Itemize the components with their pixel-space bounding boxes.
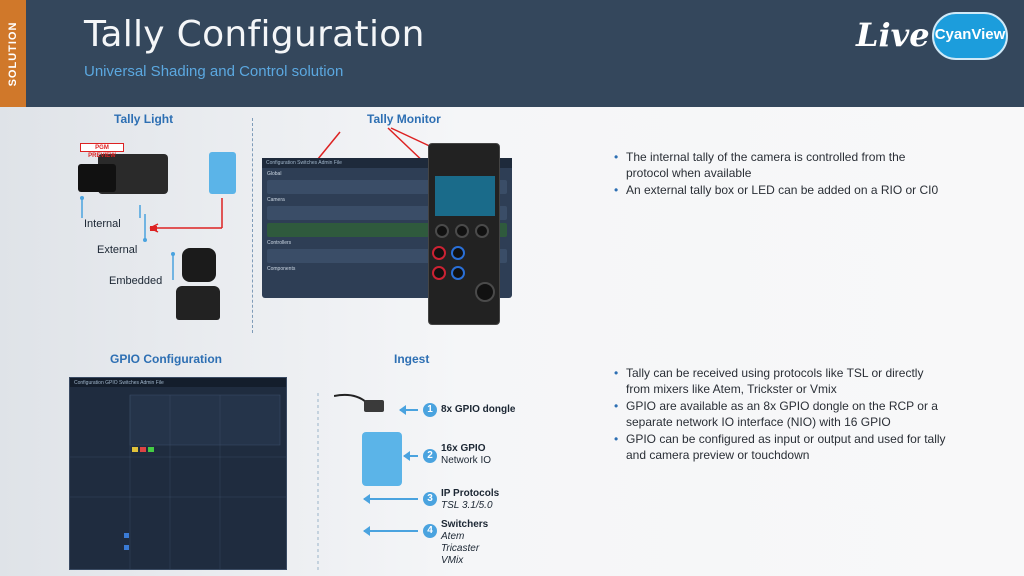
rcp-blue-knob (451, 266, 465, 280)
gpio-menubar: Configuration GPIO Switches Admin File (70, 378, 286, 387)
ingest-number-3: 3 (423, 492, 437, 506)
ptz-base (176, 286, 220, 320)
ingest-title: Ingest (394, 352, 430, 366)
bullet-item: An external tally box or LED can be adde… (610, 182, 950, 198)
rcp-knob (455, 224, 469, 238)
ingest-arrow-3 (363, 494, 418, 504)
monitor-components-label: Components (267, 266, 296, 272)
solution-tab: SOLUTION (0, 0, 26, 107)
bullet-item: Tally can be received using protocols li… (610, 365, 950, 397)
external-label: External (97, 244, 138, 256)
embedded-label: Embedded (109, 275, 163, 287)
internal-label: Internal (84, 218, 121, 230)
monitor-controllers-label: Controllers (267, 240, 292, 246)
rcp-device (428, 143, 500, 325)
ingest-sub-4c: VMix (441, 555, 464, 566)
dongle-svg (333, 393, 384, 412)
monitor-menubar: Configuration Switches Admin File (262, 158, 512, 168)
gpio-matrix-svg (70, 394, 286, 569)
rcp-screen (435, 176, 495, 216)
ingest-sub-2: Network IO (441, 455, 492, 466)
ingest-number-2: 2 (423, 449, 437, 463)
ingest-arrow-2 (403, 451, 418, 461)
bullets-bottom: Tally can be received using protocols li… (610, 365, 950, 464)
rcp-blue-knob (451, 246, 465, 260)
rcp-red-knob (432, 246, 446, 260)
section-divider (252, 118, 253, 333)
ingest-title-2: 16x GPIO (441, 443, 486, 454)
camera-illustration (78, 146, 198, 206)
bullet-item: The internal tally of the camera is cont… (610, 149, 950, 181)
bullets-top: The internal tally of the camera is cont… (610, 149, 950, 199)
tally-monitor-title: Tally Monitor (367, 112, 441, 126)
rio-device (209, 152, 236, 194)
ingest-arrow-4 (363, 526, 418, 536)
ingest-sub-4: Atem (441, 531, 465, 542)
cyanview-logo: CyanView (932, 12, 1008, 60)
camera-lens (78, 164, 116, 192)
live-logo: Live (856, 16, 930, 54)
rcp-iris-knob (475, 282, 495, 302)
nio-device (362, 432, 402, 486)
ptz-head (182, 248, 216, 282)
monitor-global-label: Global (267, 171, 282, 177)
gpio-dongle-illustration (333, 392, 386, 418)
ingest-number-4: 4 (423, 524, 437, 538)
gpio-config-title: GPIO Configuration (110, 352, 222, 366)
ingest-title-3: IP Protocols (441, 488, 500, 499)
monitor-camera-label: Camera (267, 197, 285, 203)
ingest-sub-3: TSL 3.1/5.0 (441, 500, 493, 511)
slide-header: SOLUTION Tally Configuration Universal S… (0, 0, 1024, 107)
ingest-sub-4b: Tricaster (441, 543, 480, 554)
rcp-knob (435, 224, 449, 238)
cyanview-logo-text: CyanView (934, 26, 1006, 43)
ingest-title-1: 8x GPIO dongle (441, 404, 516, 415)
page-title: Tally Configuration (84, 14, 425, 55)
rcp-knob (475, 224, 489, 238)
gpio-config-panel: Configuration GPIO Switches Admin File (69, 377, 287, 570)
page-subtitle: Universal Shading and Control solution (84, 63, 344, 80)
rcp-red-knob (432, 266, 446, 280)
ingest-arrow-1 (399, 405, 418, 415)
ptz-camera-illustration (176, 248, 220, 320)
pgm-preview-label: PGM PREVIEW (80, 143, 124, 159)
tally-light-title: Tally Light (114, 112, 174, 126)
ingest-item-1: 8x GPIO dongle (441, 404, 515, 415)
bullet-item: GPIO can be configured as input or outpu… (610, 431, 950, 463)
bullet-item: GPIO are available as an 8x GPIO dongle … (610, 398, 950, 430)
ingest-title-4: Switchers (441, 519, 489, 530)
ingest-number-1: 1 (423, 403, 437, 417)
